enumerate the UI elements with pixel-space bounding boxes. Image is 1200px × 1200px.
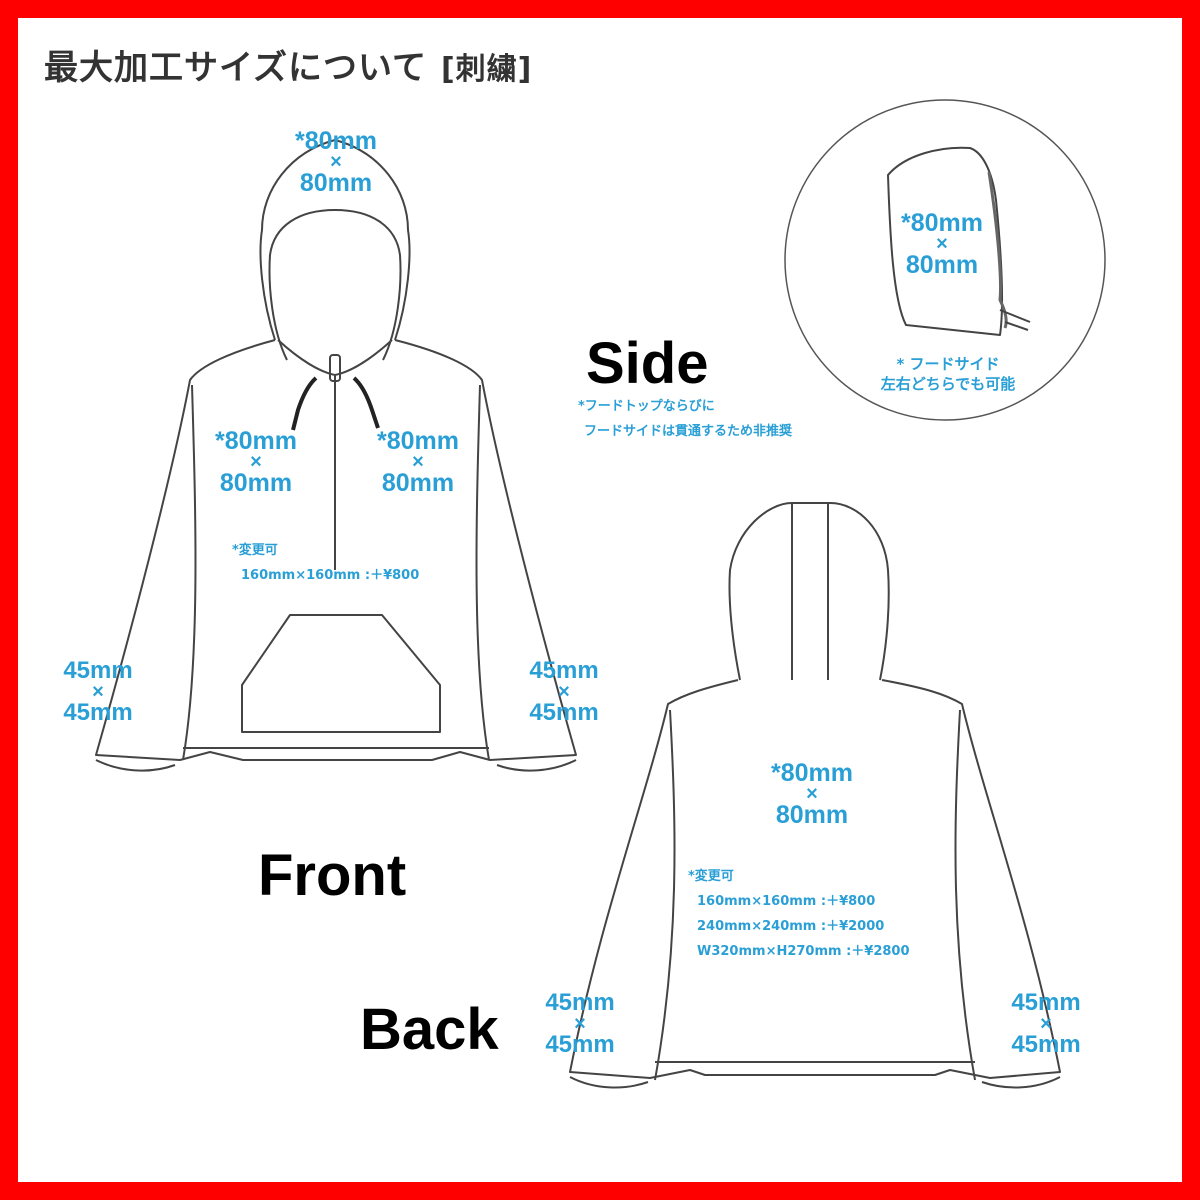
side-circle-note: * フードサイド左右どちらでも可能 [848,354,1048,394]
size-top: *80mm [295,127,377,155]
page-title: 最大加工サイズについて [刺繍] [44,40,532,89]
front-hoodie [95,139,577,772]
times-sign: × [412,451,424,473]
note-line: *変更可 [688,869,734,884]
front-right-chest-size: *80mm×80mm [366,427,470,497]
front-hood-top-size: *80mm×80mm [288,127,384,197]
size-bottom: 80mm [775,801,849,829]
note-line: *変更可 [232,543,278,558]
side-view-circle [784,99,1106,421]
back-left-sleeve-size: 45mm×45mm [534,989,626,1058]
back-hood-size: *80mm×80mm [760,759,864,829]
times-sign: × [806,783,818,805]
times-sign: × [558,681,570,703]
size-top: *80mm [215,427,297,455]
size-bottom: 80mm [219,469,293,497]
side-view-label: Side [586,331,709,396]
title-main: 最大加工サイズについて [44,48,427,88]
note-line: 左右どちらでも可能 [880,375,1016,393]
front-left-chest-size: *80mm×80mm [204,427,308,497]
size-bottom: 80mm [299,169,373,197]
note-line: 240mm×240mm :＋¥2000 [697,919,885,934]
note-line: * フードサイド [896,355,1000,373]
note-line: フードサイドは貫通するため非推奨 [584,424,793,439]
times-sign: × [330,151,342,173]
size-bottom: 80mm [905,251,979,279]
size-top: *80mm [771,759,853,787]
note-line: W320mm×H270mm :＋¥2800 [697,944,910,959]
front-left-sleeve-size: 45mm×45mm [52,657,144,726]
times-sign: × [1040,1013,1052,1035]
times-sign: × [250,451,262,473]
size-top: *80mm [901,209,983,237]
back-change-note: *変更可 160mm×160mm :＋¥800 240mm×240mm :＋¥200… [688,864,910,964]
size-top: *80mm [377,427,459,455]
times-sign: × [936,233,948,255]
back-right-sleeve-size: 45mm×45mm [1000,989,1092,1058]
note-line: *フードトップならびに [578,399,715,414]
side-hood-size: *80mm×80mm [892,209,992,279]
front-view-label: Front [258,843,407,908]
back-hoodie [569,502,1061,1089]
times-sign: × [574,1013,586,1035]
back-view-label: Back [360,997,499,1062]
times-sign: × [92,681,104,703]
front-change-note: *変更可 160mm×160mm :＋¥800 [232,538,419,588]
size-bottom: 80mm [381,469,455,497]
size-bottom: 45mm [545,1031,615,1058]
note-line: 160mm×160mm :＋¥800 [697,894,876,909]
title-sub: [刺繍] [440,52,533,87]
size-top: 45mm [63,657,133,684]
size-top: 45mm [545,989,615,1016]
side-warning-note: *フードトップならびにフードサイドは貫通するため非推奨 [578,394,792,444]
note-line: 160mm×160mm :＋¥800 [241,568,420,583]
size-bottom: 45mm [1011,1031,1081,1058]
size-bottom: 45mm [63,699,133,726]
size-top: 45mm [1011,989,1081,1016]
size-top: 45mm [529,657,599,684]
size-bottom: 45mm [529,699,599,726]
front-right-sleeve-size: 45mm×45mm [518,657,610,726]
